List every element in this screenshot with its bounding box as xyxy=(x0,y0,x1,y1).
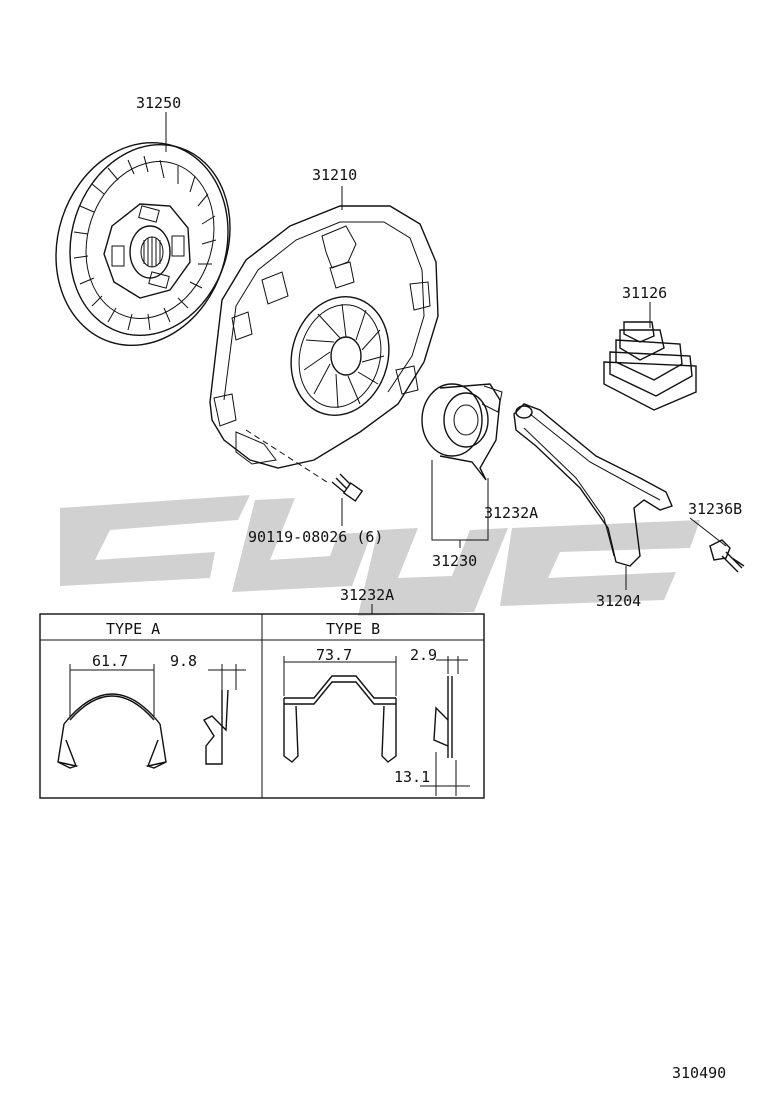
clip-type-b-drawing xyxy=(283,656,470,796)
release-fork xyxy=(513,403,673,567)
bolt-90119 xyxy=(245,429,364,502)
dim-b-depth: 13.1 xyxy=(394,768,430,786)
label-boot: 31126 xyxy=(622,284,667,302)
label-clip-ref: 31232A xyxy=(484,504,538,522)
watermark-logo xyxy=(60,495,700,616)
type-b-header: TYPE B xyxy=(326,620,380,638)
dim-b-width: 73.7 xyxy=(316,646,352,664)
dim-b-thick: 2.9 xyxy=(410,646,437,664)
label-cover: 31210 xyxy=(312,166,357,184)
clip-type-a-drawing xyxy=(57,664,246,769)
label-bolt: 90119-08026 (6) xyxy=(248,528,383,546)
clip-table: 31232A TYPE A TYPE B 61.7 9.8 xyxy=(39,586,485,799)
label-bolt-ref: 31236B xyxy=(688,500,742,518)
dim-a-width: 61.7 xyxy=(92,652,128,670)
release-bearing xyxy=(421,383,503,481)
fork-bolt xyxy=(709,539,745,573)
type-a-header: TYPE A xyxy=(106,620,160,638)
clutch-cover xyxy=(209,205,439,469)
dust-boot xyxy=(603,321,697,411)
dim-a-thick: 9.8 xyxy=(170,652,197,670)
diagram-number: 310490 xyxy=(672,1064,726,1082)
label-disc: 31250 xyxy=(136,94,181,112)
label-fork: 31204 xyxy=(596,592,641,610)
clip-table-title: 31232A xyxy=(340,586,394,604)
clutch-disc xyxy=(55,141,231,347)
label-bearing-assy: 31230 xyxy=(432,552,477,570)
